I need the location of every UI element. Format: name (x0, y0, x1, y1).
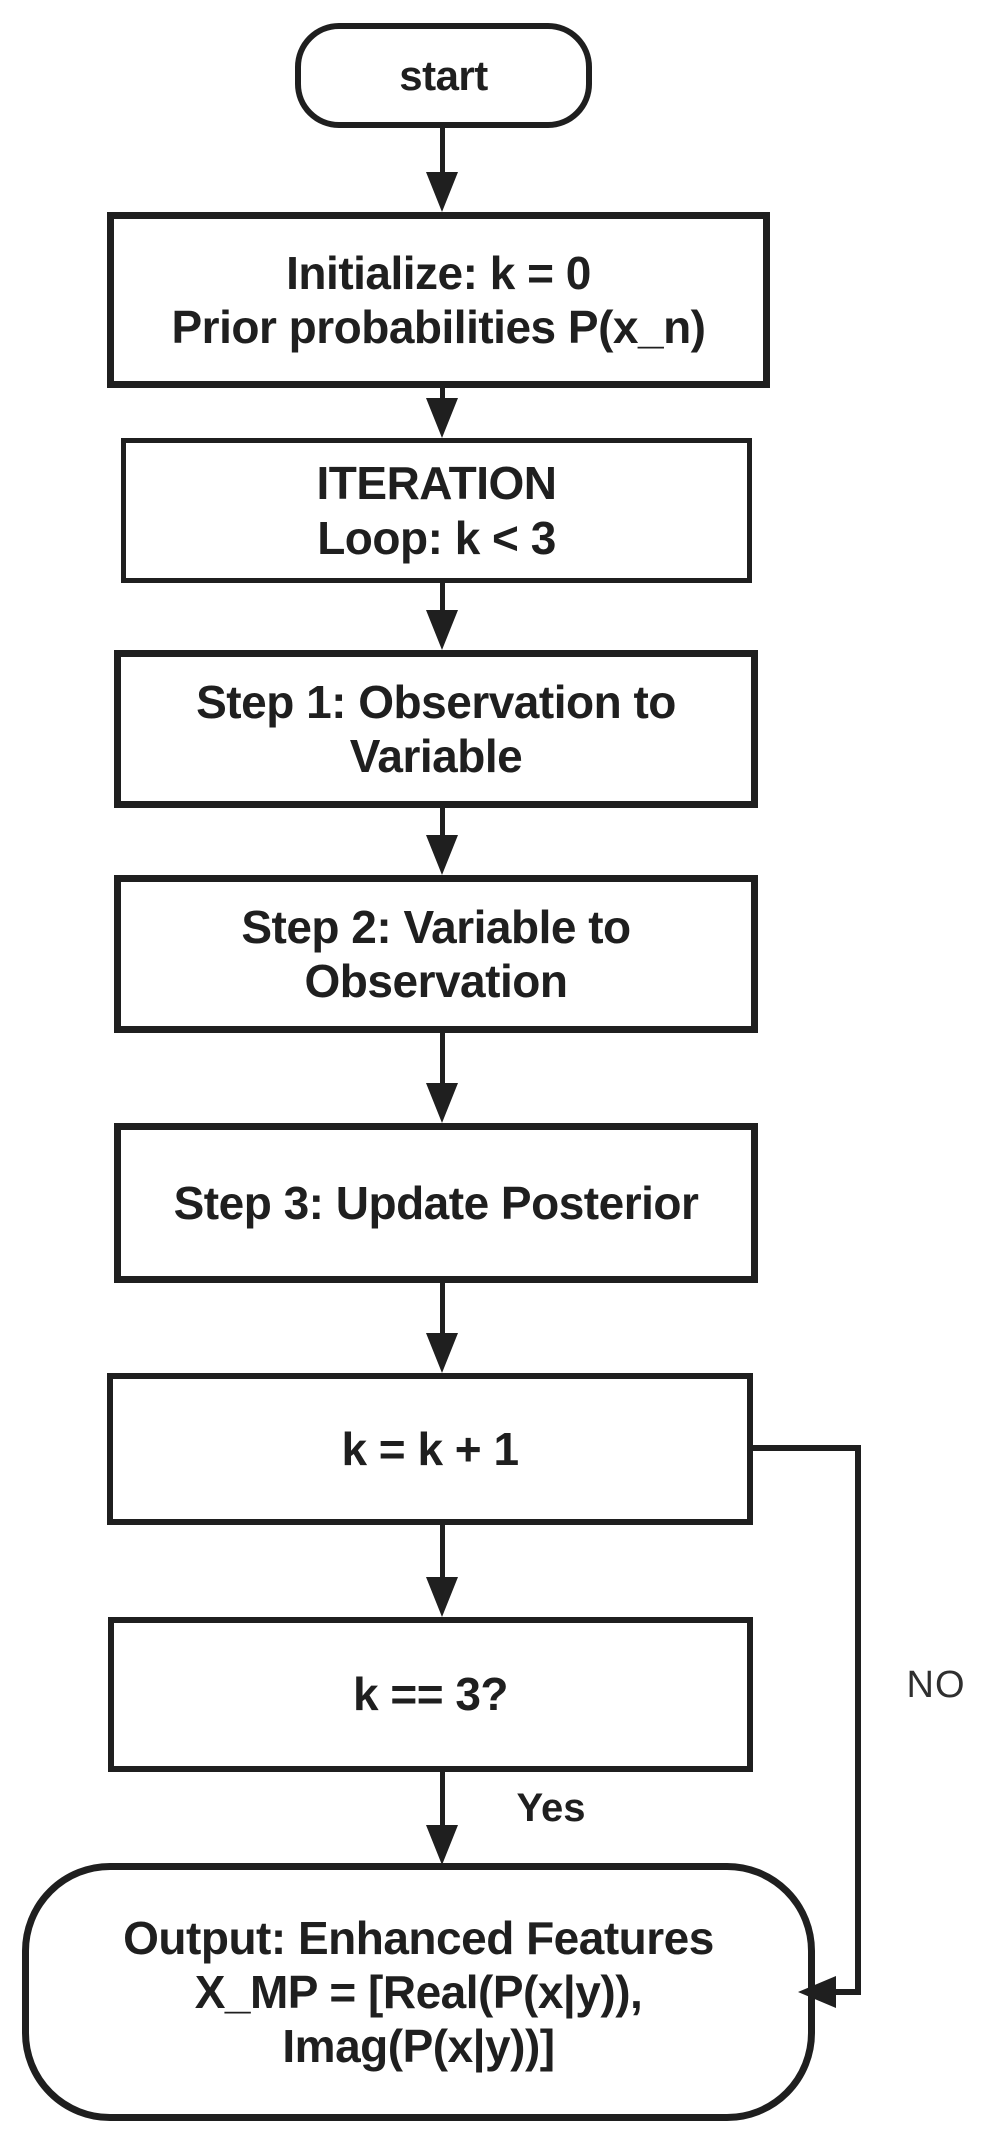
arrow-step1-to-step2-head-icon (426, 835, 458, 875)
arrow-increment-to-condition-line (440, 1525, 445, 1581)
arrow-condition-to-output-head-icon (426, 1825, 458, 1865)
arrow-step3-to-increment-line (440, 1283, 445, 1337)
node-step2-variable-to-observation: Step 2: Variable to Observation (114, 875, 758, 1033)
feedback-no-arrow-head-icon (798, 1976, 836, 2008)
node-condition-line-1: k == 3? (352, 1668, 509, 1721)
node-initialize-line-2: Prior probabilities P(x_n) (171, 301, 707, 353)
node-step3-line-1: Step 3: Update Posterior (173, 1176, 699, 1229)
arrow-increment-to-condition-head-icon (426, 1577, 458, 1617)
node-iteration-line-2: Loop: k < 3 (317, 511, 556, 564)
node-step3-update-posterior: Step 3: Update Posterior (114, 1123, 758, 1283)
node-step1-observation-to-variable: Step 1: Observation to Variable (114, 650, 758, 808)
node-start-label: start (399, 51, 488, 99)
arrow-step1-to-step2-line (440, 808, 445, 839)
node-increment-line-1: k = k + 1 (341, 1422, 519, 1475)
arrow-iteration-to-step1-line (440, 583, 445, 614)
edge-label-yes: Yes (516, 1786, 586, 1830)
node-output-line-2: X_MP = [Real(P(x|y)), (194, 1965, 643, 2018)
edge-label-no: NO (906, 1664, 966, 1706)
node-iteration-line-1: ITERATION (316, 457, 557, 510)
arrow-step2-to-step3-head-icon (426, 1083, 458, 1123)
feedback-no-line-bottom (832, 1989, 861, 1995)
node-step1-line-2: Variable (349, 730, 523, 782)
node-step2-line-2: Observation (304, 955, 568, 1007)
arrow-start-to-initialize-line (440, 127, 445, 174)
node-output-line-1: Output: Enhanced Features (123, 1911, 714, 1964)
arrow-initialize-to-iteration-head-icon (426, 398, 458, 438)
node-step2-line-1: Step 2: Variable to (241, 900, 631, 953)
node-output-line-3: Imag(P(x|y))] (282, 2020, 555, 2073)
node-start-terminator: start (295, 23, 592, 128)
arrow-step2-to-step3-line (440, 1033, 445, 1087)
node-iteration-loop: ITERATION Loop: k < 3 (121, 438, 752, 583)
feedback-no-line-top (751, 1445, 861, 1451)
node-initialize: Initialize: k = 0 Prior probabilities P(… (107, 212, 770, 388)
arrow-condition-to-output-line (440, 1772, 445, 1829)
node-output-terminator: Output: Enhanced Features X_MP = [Real(P… (22, 1863, 815, 2121)
arrow-initialize-to-iteration-line (440, 388, 445, 402)
node-increment-k: k = k + 1 (107, 1373, 753, 1525)
node-step1-line-1: Step 1: Observation to (196, 675, 676, 728)
arrow-iteration-to-step1-head-icon (426, 610, 458, 650)
feedback-no-line-vertical (855, 1445, 861, 1995)
arrow-start-to-initialize-head-icon (426, 172, 458, 212)
node-initialize-line-1: Initialize: k = 0 (286, 246, 591, 299)
node-condition-k-equals-3: k == 3? (108, 1617, 753, 1772)
arrow-step3-to-increment-head-icon (426, 1333, 458, 1373)
